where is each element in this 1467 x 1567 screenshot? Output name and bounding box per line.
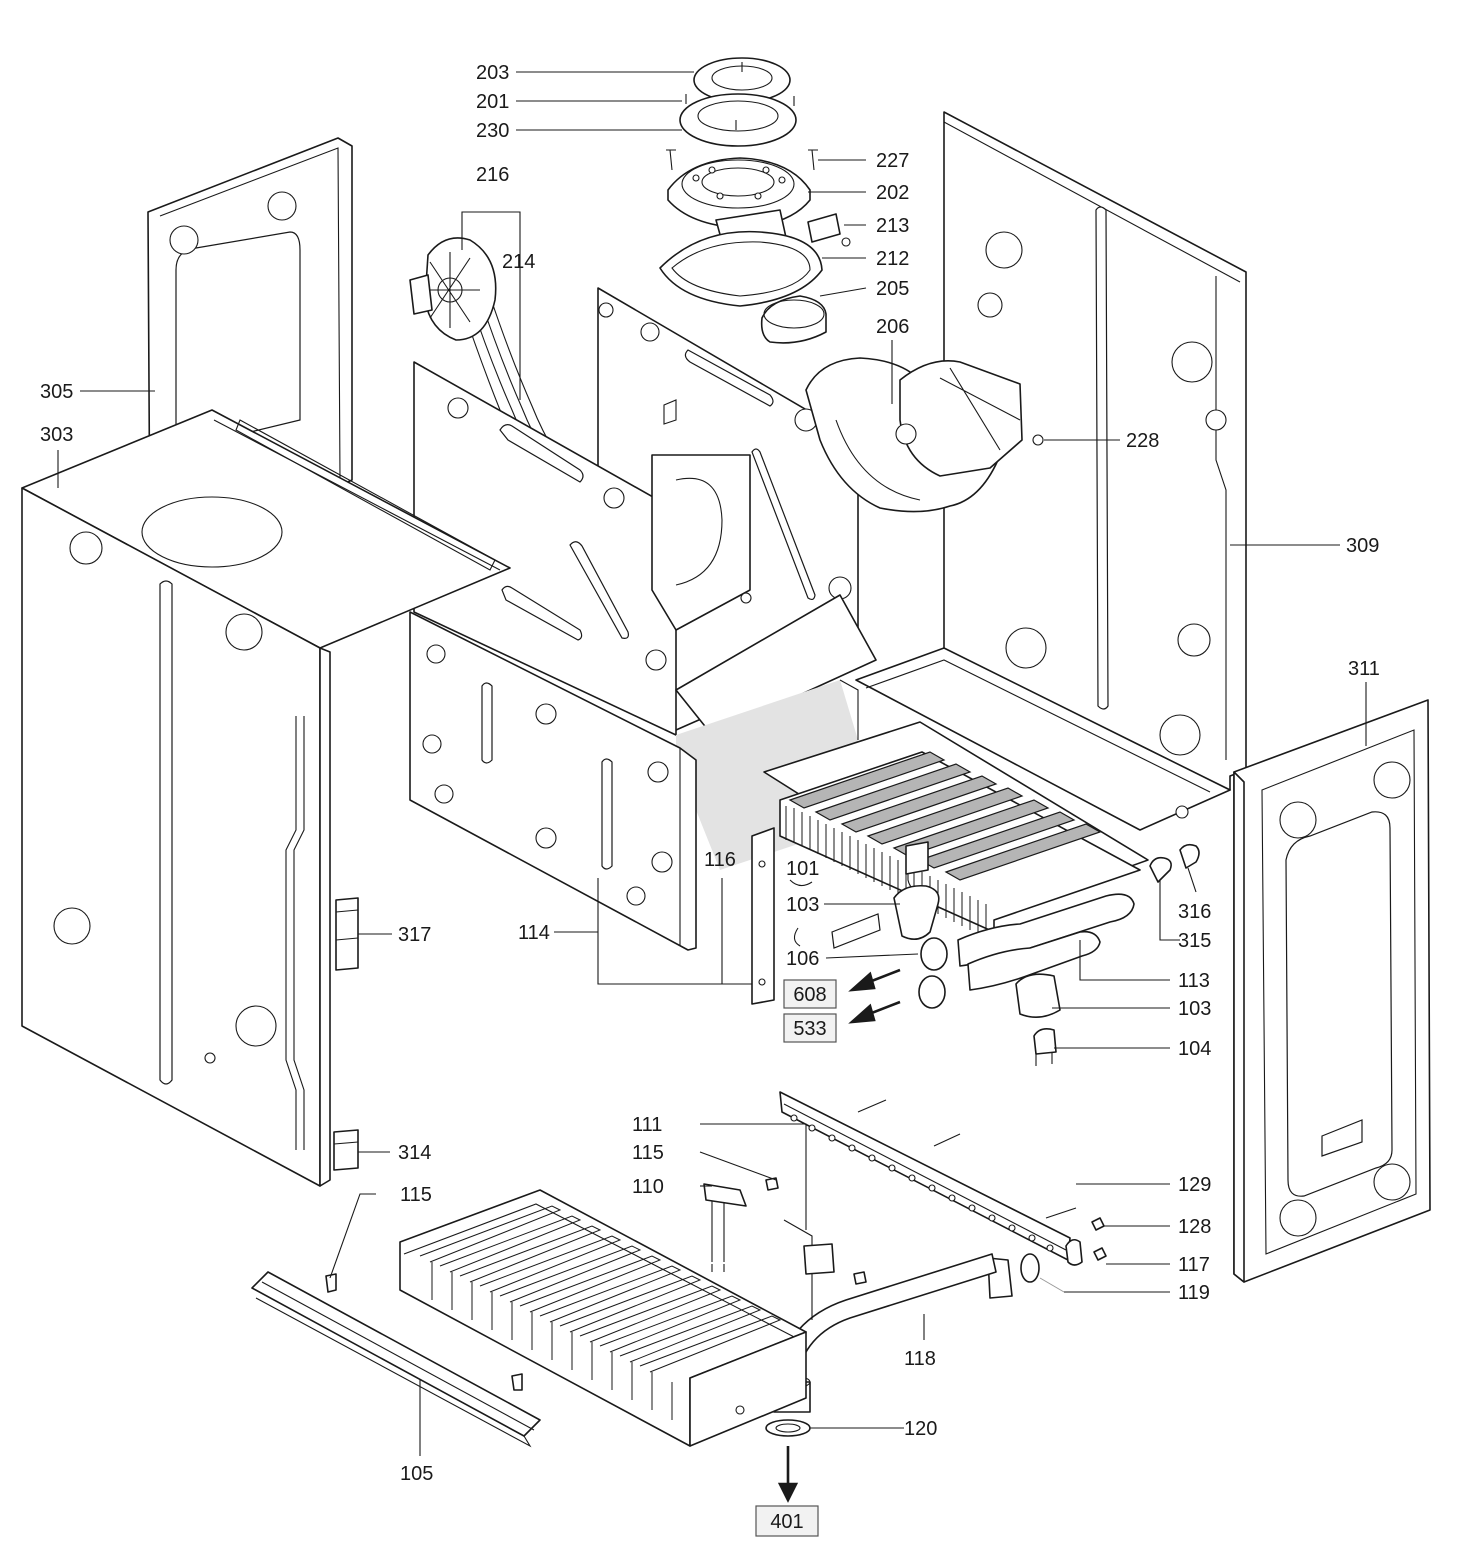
- label-314: 314: [398, 1142, 431, 1164]
- part-labels: 203 201 230 227 202 213 212 205 206 216 …: [40, 62, 1380, 1485]
- label-227: 227: [876, 150, 909, 172]
- label-206: 206: [876, 316, 909, 338]
- label-303: 303: [40, 424, 73, 446]
- label-228: 228: [1126, 430, 1159, 452]
- label-101: 101: [786, 858, 819, 880]
- ref-608: 608: [793, 984, 826, 1006]
- label-113: 113: [1178, 970, 1210, 992]
- label-203: 203: [476, 62, 509, 84]
- label-315: 315: [1178, 930, 1211, 952]
- clip-317: [335, 897, 359, 971]
- label-117: 117: [1178, 1254, 1210, 1276]
- caps-316-315: [1149, 843, 1200, 883]
- label-115-lower: 115: [400, 1184, 432, 1206]
- label-115-upper: 115: [632, 1142, 664, 1164]
- gasket-230: [679, 93, 797, 147]
- front-panel-311: [1233, 699, 1431, 1283]
- label-105: 105: [400, 1463, 433, 1485]
- back-panel-309: [943, 111, 1247, 791]
- clip-103-upper: [793, 884, 940, 947]
- label-214: 214: [502, 251, 535, 273]
- label-317: 317: [398, 924, 431, 946]
- ref-533: 533: [793, 1018, 826, 1040]
- heat-exchanger-113: [763, 721, 1149, 991]
- front-baffle-114: [409, 611, 697, 951]
- label-311: 311: [1348, 658, 1380, 680]
- bracket-213: [807, 213, 851, 247]
- collar-205: [760, 295, 827, 344]
- ref-box-401: [755, 1505, 819, 1537]
- leader-lines: [57, 71, 1367, 1456]
- label-305: 305: [40, 381, 73, 403]
- seal-212: [659, 230, 823, 307]
- label-201: 201: [476, 91, 509, 113]
- base-tray: [855, 647, 1231, 831]
- label-114: 114: [518, 922, 550, 944]
- label-216: 216: [476, 164, 509, 186]
- reference-boxes: 608 533 401: [755, 979, 837, 1537]
- label-104: 104: [1178, 1038, 1211, 1060]
- label-213: 213: [876, 215, 909, 237]
- label-230: 230: [476, 120, 509, 142]
- label-103-lower: 103: [1178, 998, 1211, 1020]
- washer-120: [765, 1419, 811, 1437]
- label-202: 202: [876, 182, 909, 204]
- ref-401: 401: [770, 1511, 803, 1533]
- screws-227: [666, 149, 818, 171]
- label-111: 111: [632, 1114, 662, 1136]
- sensor-101: [789, 841, 929, 887]
- electrode-110: [703, 1183, 747, 1272]
- screws-129-128: [857, 1099, 1107, 1261]
- label-129: 129: [1178, 1174, 1211, 1196]
- burner: [399, 1189, 807, 1447]
- label-103-upper: 103: [786, 894, 819, 916]
- ref-box-608: [783, 979, 837, 1009]
- side-panel-303: [21, 409, 511, 1187]
- clip-103-lower: [1015, 973, 1061, 1018]
- sensor-104: [1033, 1028, 1057, 1066]
- seal-119: [1020, 1253, 1040, 1283]
- fan-206: [805, 357, 1044, 513]
- burner-strip-105: [251, 1271, 541, 1448]
- label-128: 128: [1178, 1216, 1211, 1238]
- label-106: 106: [786, 948, 819, 970]
- label-118: 118: [904, 1348, 936, 1370]
- label-116: 116: [704, 849, 736, 871]
- label-309: 309: [1346, 535, 1379, 557]
- clip-314: [333, 1129, 359, 1171]
- electrode-111: [783, 1219, 835, 1320]
- combustion-chamber-left: [413, 361, 752, 736]
- ref-box-533: [783, 1013, 837, 1043]
- side-wall-116: [751, 827, 881, 1005]
- gas-pipe-118: [773, 1253, 1013, 1413]
- label-205: 205: [876, 278, 909, 300]
- label-110: 110: [632, 1176, 664, 1198]
- label-212: 212: [876, 248, 909, 270]
- seals-106: [918, 937, 948, 1009]
- flow-arrows: [777, 968, 901, 1503]
- label-316: 316: [1178, 901, 1211, 923]
- gas-manifold-117: [779, 1091, 1083, 1266]
- label-119: 119: [1178, 1282, 1210, 1304]
- screws-115: [325, 1177, 867, 1391]
- label-120: 120: [904, 1418, 937, 1440]
